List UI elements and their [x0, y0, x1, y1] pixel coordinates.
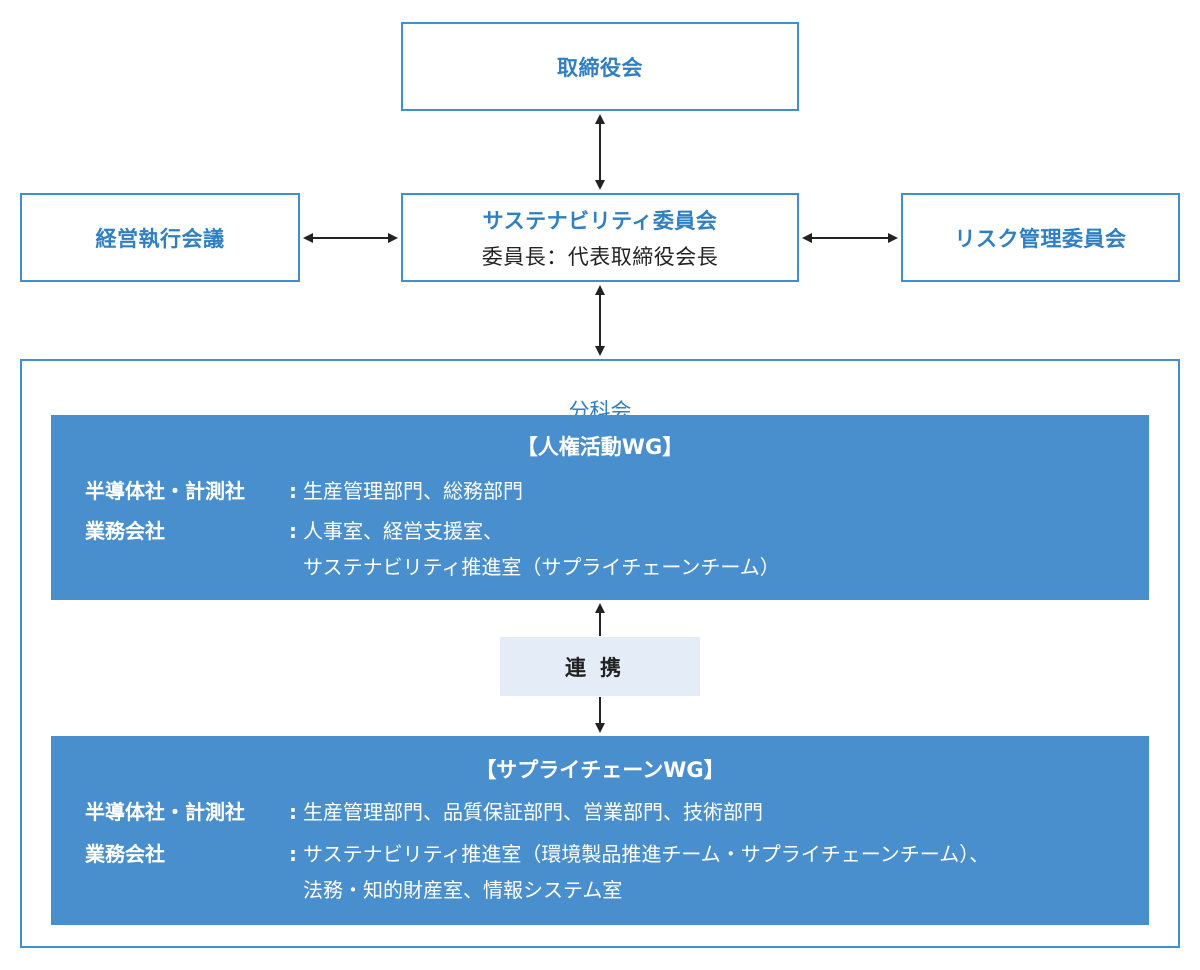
- supply-chain-wg-title: 【サプライチェーンWG】: [475, 758, 725, 782]
- wg-row-colon: :: [289, 519, 297, 543]
- cooperation-box: 連携: [500, 637, 700, 696]
- human-rights-wg-box: 【人権活動WG】 半導体社・計測社 : 生産管理部門、総務部門 業務会社 : 人…: [51, 415, 1149, 600]
- exec-meeting-label: 経営執行会議: [95, 226, 225, 251]
- wg-row-label: 半導体社・計測社: [85, 800, 245, 824]
- supply-chain-wg-box: 【サプライチェーンWG】 半導体社・計測社 : 生産管理部門、品質保証部門、営業…: [51, 736, 1149, 925]
- wg-row-value: 法務・知的財産室、情報システム室: [303, 878, 623, 902]
- wg-row-value: サステナビリティ推進室（サプライチェーンチーム）: [303, 555, 780, 579]
- subcommittee-frame: [20, 359, 1180, 948]
- exec-meeting-box: 経営執行会議: [20, 193, 300, 282]
- wg-row-value: 生産管理部門、品質保証部門、営業部門、技術部門: [303, 800, 763, 824]
- cooperation-label: 連携: [565, 655, 635, 680]
- wg-row-colon: :: [289, 479, 297, 503]
- wg-row-value: 人事室、経営支援室、: [303, 519, 503, 543]
- risk-committee-box: リスク管理委員会: [901, 193, 1180, 282]
- board-box: 取締役会: [401, 22, 799, 111]
- wg-row-value: サステナビリティ推進室（環境製品推進チーム・サプライチェーンチーム）、: [303, 842, 990, 866]
- wg-row-label: 半導体社・計測社: [85, 479, 245, 503]
- human-rights-wg-title: 【人権活動WG】: [516, 435, 684, 459]
- wg-row-value: 生産管理部門、総務部門: [303, 479, 523, 503]
- wg-row-colon: :: [289, 800, 297, 824]
- sustainability-committee-box: サステナビリティ委員会 委員長：代表取締役会長: [401, 193, 799, 282]
- sustainability-chair: 委員長：代表取締役会長: [481, 244, 719, 269]
- wg-row-label: 業務会社: [85, 519, 165, 543]
- wg-row-colon: :: [289, 842, 297, 866]
- wg-row-label: 業務会社: [85, 842, 165, 866]
- sustainability-committee-label: サステナビリティ委員会: [482, 208, 718, 233]
- risk-committee-label: リスク管理委員会: [954, 226, 1127, 251]
- board-label: 取締役会: [557, 55, 643, 80]
